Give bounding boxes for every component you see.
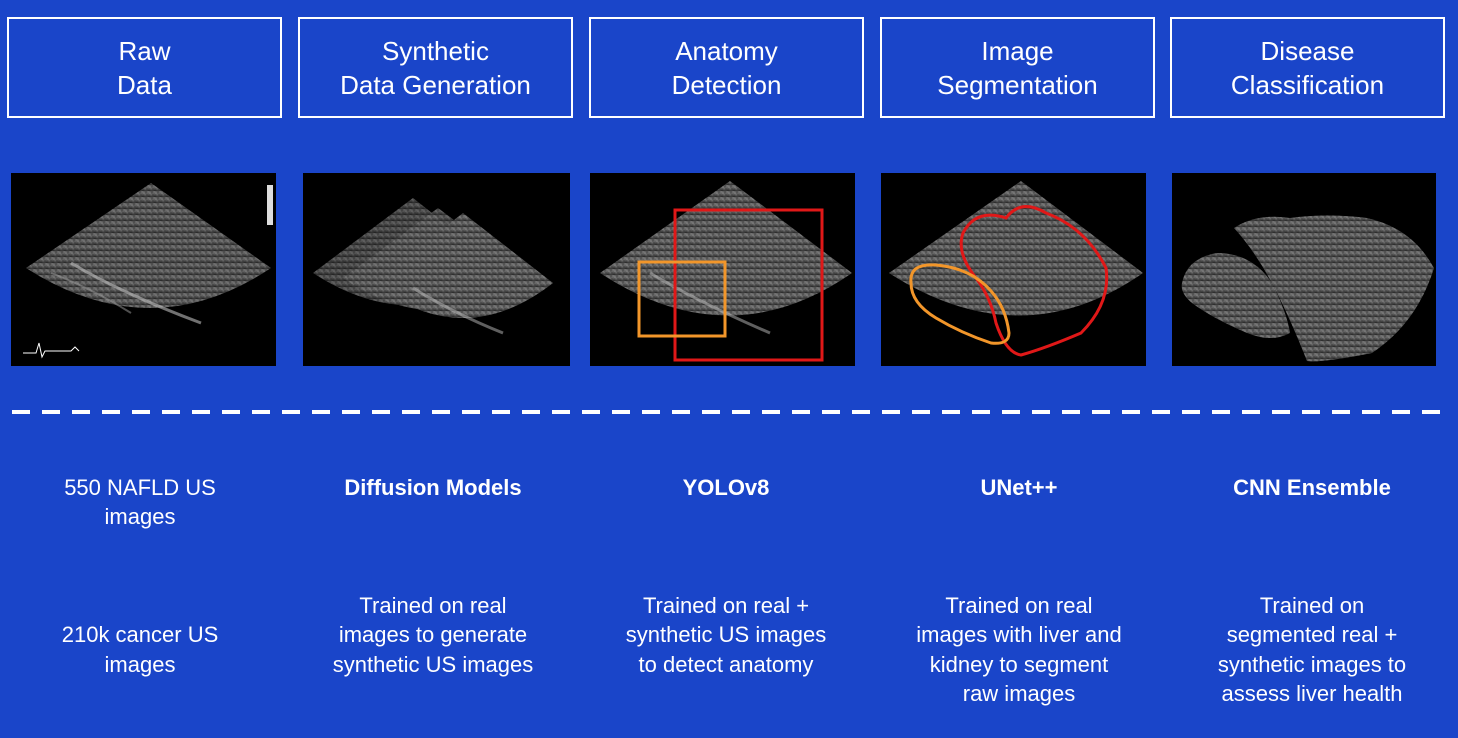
stage-title: Anatomy Detection	[671, 35, 782, 100]
description-classification: CNN Ensemble Trained on segmented real +…	[1172, 443, 1452, 738]
stage-title: Raw Data	[117, 35, 172, 100]
description-detection: YOLOv8 Trained on real + synthetic US im…	[586, 443, 866, 709]
stage-title: Disease Classification	[1230, 35, 1385, 100]
stage-title: Image Segmentation	[937, 35, 1098, 100]
stage-synthetic-data-generation: Synthetic Data Generation	[298, 17, 573, 118]
model-name: UNet++	[980, 474, 1058, 500]
description-line2: 210k cancer US images	[61, 622, 219, 677]
classification-segmented-image	[1172, 173, 1436, 366]
description-body: Trained on real images to generate synth…	[332, 592, 534, 677]
raw-ultrasound-image	[11, 173, 276, 366]
stage-anatomy-detection: Anatomy Detection	[589, 17, 864, 118]
stage-title: Synthetic Data Generation	[340, 35, 531, 100]
kidney-outline	[909, 263, 1011, 345]
stage-disease-classification: Disease Classification	[1170, 17, 1445, 118]
model-name: Diffusion Models	[344, 474, 522, 500]
dashed-divider	[12, 410, 1448, 414]
description-segmentation: UNet++ Trained on real images with liver…	[879, 443, 1159, 738]
description-body: Trained on segmented real + synthetic im…	[1217, 592, 1407, 707]
anatomy-detection-image	[590, 173, 855, 366]
stage-raw-data: Raw Data	[7, 17, 282, 118]
kidney-bounding-box	[637, 260, 727, 338]
description-synthetic: Diffusion Models Trained on real images …	[293, 443, 573, 709]
image-segmentation-image	[881, 173, 1146, 366]
description-raw-data: 550 NAFLD US images 210k cancer US image…	[0, 443, 280, 709]
liver-bounding-box	[673, 208, 824, 362]
liver-outline	[959, 205, 1109, 357]
synthetic-ultrasound-images	[303, 173, 570, 366]
description-body: Trained on real + synthetic US images to…	[625, 592, 827, 677]
model-name: YOLOv8	[682, 474, 770, 500]
description-line1: 550 NAFLD US images	[64, 474, 216, 530]
stage-image-segmentation: Image Segmentation	[880, 17, 1155, 118]
model-name: CNN Ensemble	[1233, 474, 1391, 500]
description-body: Trained on real images with liver and ki…	[916, 592, 1122, 707]
